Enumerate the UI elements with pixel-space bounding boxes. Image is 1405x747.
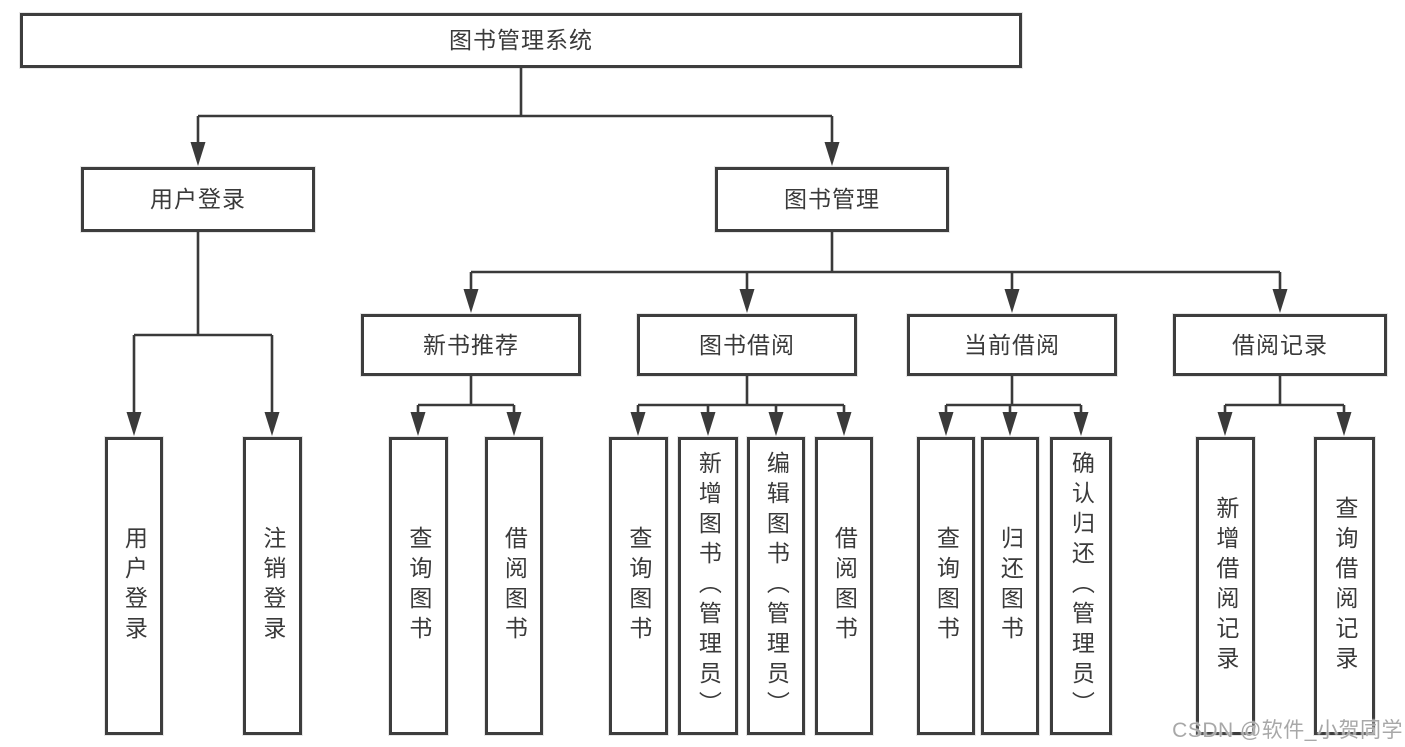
arrowhead-icon [768, 412, 784, 436]
node-new-book-recommend: 新书推荐 [361, 314, 581, 376]
connector-current-borrow-to-children [938, 376, 1089, 436]
arrowhead-icon [506, 412, 522, 436]
arrowhead-icon [836, 412, 852, 436]
node-add-book-admin: 新增图书（管理员） [678, 437, 738, 735]
node-book-borrow: 图书借阅 [637, 314, 857, 376]
node-confirm-return-admin: 确认归还（管理员） [1050, 437, 1112, 735]
arrowhead-icon [630, 412, 646, 436]
arrowhead-icon [463, 289, 479, 313]
node-edit-book-admin: 编辑图书（管理员） [747, 437, 805, 735]
connector-book-mgmt-to-level3 [463, 232, 1288, 313]
node-user-login-action: 用户登录 [105, 437, 163, 735]
arrowhead-icon [1004, 289, 1020, 313]
node-query-books-current: 查询图书 [917, 437, 975, 735]
arrowhead-icon [1073, 412, 1089, 436]
node-query-borrow-record: 查询借阅记录 [1314, 437, 1375, 735]
node-query-books-newbook: 查询图书 [389, 437, 448, 735]
node-query-books-borrow: 查询图书 [609, 437, 668, 735]
arrowhead-icon [938, 412, 954, 436]
arrowhead-icon [1217, 412, 1233, 436]
node-borrow-books-newbook: 借阅图书 [485, 437, 543, 735]
arrowhead-icon [739, 289, 755, 313]
connector-root-to-level2 [190, 68, 840, 166]
node-add-borrow-record: 新增借阅记录 [1196, 437, 1255, 735]
node-current-borrow: 当前借阅 [907, 314, 1117, 376]
csdn-watermark: CSDN @软件_小贺同学 [1172, 719, 1403, 742]
node-root: 图书管理系统 [20, 13, 1022, 68]
connector-borrow-records-to-children [1217, 376, 1352, 436]
arrowhead-icon [410, 412, 426, 436]
connector-user-login-to-children [126, 232, 280, 436]
arrowhead-icon [824, 142, 840, 166]
arrowhead-icon [1002, 412, 1018, 436]
arrowhead-icon [1336, 412, 1352, 436]
node-borrow-records: 借阅记录 [1173, 314, 1387, 376]
node-logout-action: 注销登录 [243, 437, 302, 735]
node-borrow-books-action: 借阅图书 [815, 437, 873, 735]
arrowhead-icon [700, 412, 716, 436]
connector-new-book-rec-to-children [410, 376, 522, 436]
arrowhead-icon [190, 142, 206, 166]
arrowhead-icon [1272, 289, 1288, 313]
node-return-book: 归还图书 [981, 437, 1039, 735]
arrowhead-icon [264, 412, 280, 436]
node-user-login: 用户登录 [81, 167, 315, 232]
node-book-management: 图书管理 [715, 167, 949, 232]
connector-book-borrow-to-children [630, 376, 852, 436]
arrowhead-icon [126, 412, 142, 436]
